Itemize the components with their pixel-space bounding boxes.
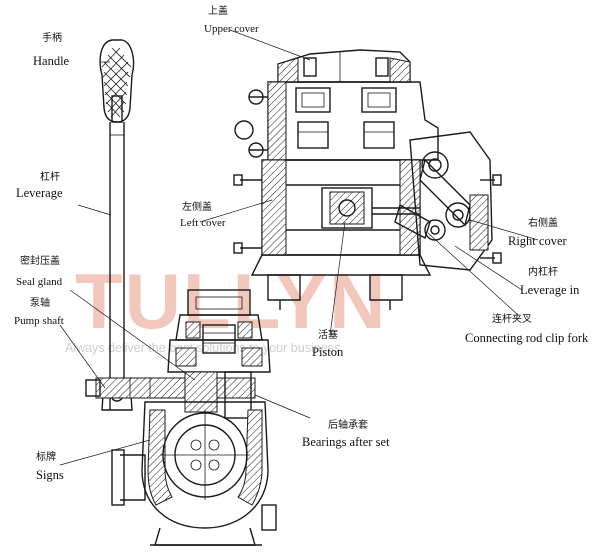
upper-cylinder-assembly xyxy=(233,49,502,310)
bearings-cn-label: 后轴承套 xyxy=(328,418,368,431)
right-cover-en-label: Right cover xyxy=(508,234,568,248)
seal-gland-en-label: Seal gland xyxy=(16,276,63,288)
watermark-brand: TULLYN xyxy=(75,257,387,345)
labels: 手柄 Handle 杠杆 Leverage 密封压盖 Seal gland 泵轴… xyxy=(14,4,589,482)
right-cover-cn-label: 右侧盖 xyxy=(528,216,558,229)
left-cover-cn-label: 左侧盖 xyxy=(182,200,212,213)
handle-cn-label: 手柄 xyxy=(42,31,62,44)
leader-lines xyxy=(59,29,539,466)
seal-gland-cn-label: 密封压盖 xyxy=(20,254,60,267)
handle-assembly xyxy=(99,39,135,411)
leverage-in-en-label: Leverage in xyxy=(520,283,580,297)
signs-cn-label: 标牌 xyxy=(36,450,56,463)
lower-pump-body xyxy=(85,289,277,546)
piston-cn-label: 活塞 xyxy=(318,328,338,341)
upper-cover-cn-label: 上盖 xyxy=(208,4,228,17)
left-cover-en-label: Left cover xyxy=(180,217,226,229)
clip-fork-cn-label: 连杆夹叉 xyxy=(492,312,532,325)
pump-shaft-en-label: Pump shaft xyxy=(14,315,64,327)
handle-en-label: Handle xyxy=(33,54,70,68)
clip-fork-en-label: Connecting rod clip fork xyxy=(465,331,589,345)
bearings-en-label: Bearings after set xyxy=(302,435,390,449)
signs-en-label: Signs xyxy=(36,468,64,482)
upper-cover-en-label: Upper cover xyxy=(204,23,259,35)
leverage-en-label: Leverage xyxy=(16,186,63,200)
pump-shaft-cn-label: 泵轴 xyxy=(30,296,50,309)
leverage-cn-label: 杠杆 xyxy=(40,170,60,183)
piston-en-label: Piston xyxy=(312,345,344,359)
leverage-in-cn-label: 内杠杆 xyxy=(528,265,558,278)
